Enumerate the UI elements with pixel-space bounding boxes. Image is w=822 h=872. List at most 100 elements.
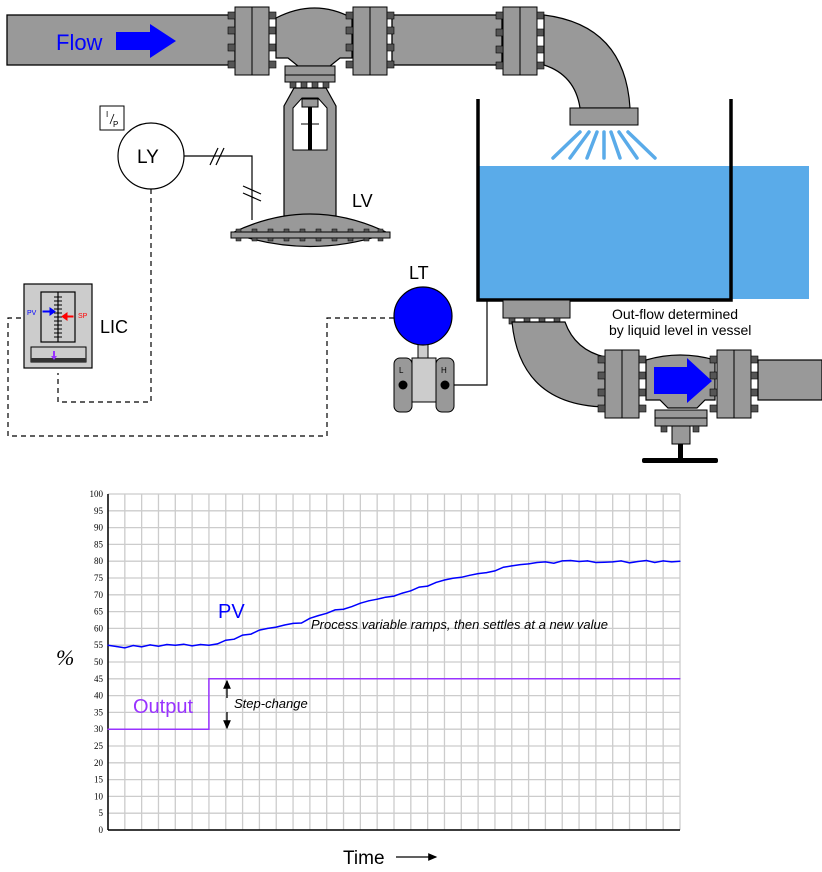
pv-point bbox=[670, 561, 673, 563]
trend-chart: 0510152025303540455055606570758085909510… bbox=[56, 489, 681, 869]
pv-point bbox=[300, 622, 303, 624]
pv-point bbox=[208, 644, 210, 646]
spray-icon bbox=[551, 130, 657, 160]
pv-point bbox=[199, 643, 202, 646]
y-tick-label: 40 bbox=[94, 691, 104, 701]
outflow-note-line1: Out-flow determined bbox=[612, 306, 738, 322]
pv-point bbox=[401, 592, 404, 594]
level-transmitter-lt[interactable]: L H bbox=[393, 286, 455, 413]
pv-point bbox=[292, 622, 294, 624]
pv-point bbox=[536, 561, 538, 564]
inlet-elbow bbox=[495, 6, 639, 126]
pv-description: Process variable ramps, then settles at … bbox=[311, 617, 608, 632]
high-port-label: H bbox=[441, 366, 447, 375]
level-controller-lic[interactable]: PV SP bbox=[23, 283, 93, 369]
valve-flange-left bbox=[227, 6, 277, 76]
pv-point bbox=[267, 627, 269, 630]
pv-point bbox=[637, 560, 639, 563]
pv-point bbox=[612, 561, 614, 563]
pv-point bbox=[620, 560, 622, 562]
low-port-label: L bbox=[399, 366, 404, 375]
pv-point bbox=[469, 574, 471, 576]
pv-point bbox=[334, 609, 336, 611]
pv-point bbox=[628, 562, 631, 564]
pv-point bbox=[317, 615, 319, 617]
output-annotation: Output bbox=[133, 696, 193, 718]
output-point bbox=[107, 728, 109, 730]
y-tick-label: 0 bbox=[99, 825, 104, 835]
y-tick-label: 30 bbox=[94, 724, 104, 734]
pv-point bbox=[115, 645, 118, 648]
pv-label: PV bbox=[27, 310, 37, 317]
pv-point bbox=[250, 633, 252, 635]
pv-points bbox=[107, 559, 681, 649]
valve-flange-right bbox=[345, 6, 395, 76]
pv-point bbox=[603, 561, 605, 563]
pv-point bbox=[258, 629, 261, 631]
y-tick-label: 5 bbox=[99, 808, 104, 818]
output-series-line bbox=[108, 678, 680, 730]
pv-point bbox=[233, 638, 235, 640]
pv-point bbox=[511, 565, 513, 567]
pv-point bbox=[477, 573, 479, 575]
flow-arrow-icon bbox=[116, 24, 176, 58]
ip-top: I bbox=[106, 110, 108, 119]
pv-point bbox=[393, 595, 395, 597]
pv-point bbox=[132, 644, 134, 647]
transmitter-tag: LT bbox=[409, 263, 429, 283]
output-pointer-icon bbox=[51, 351, 57, 360]
pv-point bbox=[326, 612, 328, 614]
pv-point bbox=[443, 579, 446, 581]
pv-point bbox=[586, 560, 589, 562]
transducer-tag: LY bbox=[137, 147, 159, 168]
pv-point bbox=[435, 581, 437, 583]
ip-transducer-ly[interactable]: LY I P bbox=[99, 105, 185, 190]
y-axis-label: % bbox=[56, 645, 74, 670]
pv-point bbox=[452, 577, 454, 579]
output-point bbox=[679, 678, 681, 680]
pv-point bbox=[359, 602, 361, 604]
output-points bbox=[107, 678, 681, 730]
pv-point bbox=[519, 563, 521, 566]
y-tick-label: 75 bbox=[94, 573, 104, 583]
y-tick-labels: 0510152025303540455055606570758085909510… bbox=[90, 489, 104, 835]
pv-point bbox=[275, 626, 277, 628]
impulse-line bbox=[446, 300, 488, 386]
pv-point bbox=[561, 560, 563, 562]
pv-point bbox=[157, 645, 160, 647]
vessel bbox=[476, 99, 809, 302]
pv-point bbox=[191, 645, 193, 647]
control-valve-lv[interactable] bbox=[230, 65, 391, 248]
y-tick-label: 80 bbox=[94, 556, 104, 566]
pv-point bbox=[376, 598, 378, 600]
valve-body bbox=[275, 7, 353, 67]
y-tick-label: 65 bbox=[94, 607, 104, 617]
pv-point bbox=[410, 590, 412, 592]
y-tick-label: 20 bbox=[94, 758, 104, 768]
pv-point bbox=[124, 647, 126, 649]
y-tick-label: 25 bbox=[94, 741, 104, 751]
pv-point bbox=[570, 559, 572, 562]
y-tick-label: 70 bbox=[94, 590, 104, 600]
pv-point bbox=[485, 572, 488, 574]
y-tick-label: 15 bbox=[94, 775, 104, 785]
pv-point bbox=[284, 624, 286, 626]
pv-point bbox=[107, 644, 109, 646]
pv-point bbox=[183, 643, 185, 645]
controller-tag: LIC bbox=[100, 317, 128, 337]
y-tick-label: 85 bbox=[94, 539, 104, 549]
pv-point bbox=[384, 596, 387, 598]
outflow-note-line2: by liquid level in vessel bbox=[609, 322, 751, 338]
pv-point bbox=[553, 562, 555, 564]
x-axis-label: Time bbox=[343, 848, 385, 869]
pv-point bbox=[149, 644, 151, 646]
flow-label: Flow bbox=[56, 30, 103, 55]
pv-point bbox=[418, 586, 420, 588]
y-tick-label: 100 bbox=[90, 489, 104, 499]
chart-grid bbox=[107, 493, 681, 831]
output-point bbox=[208, 728, 210, 730]
pv-point bbox=[595, 561, 597, 564]
pv-point bbox=[578, 560, 580, 563]
y-tick-label: 35 bbox=[94, 707, 104, 717]
